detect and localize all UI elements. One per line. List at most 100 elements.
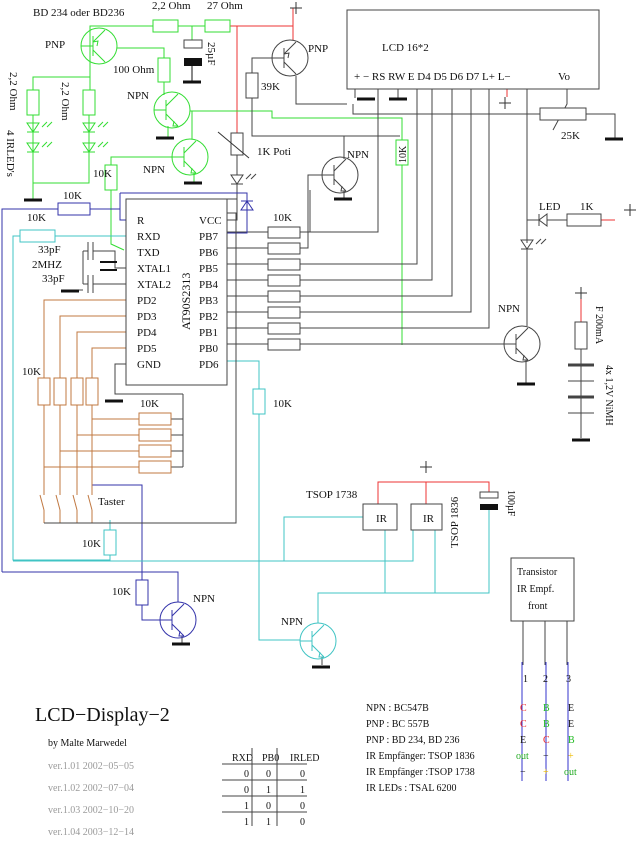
light-arrows xyxy=(41,121,53,128)
wire xyxy=(251,57,272,73)
push-button xyxy=(39,494,45,511)
pin-function: B xyxy=(568,735,575,746)
label-tsop-1738: TSOP 1738 xyxy=(306,489,358,501)
truth-table-cell: 0 xyxy=(300,817,305,828)
label-r-10k-vert: 10K xyxy=(398,145,409,163)
truth-table-cell: 0 xyxy=(300,801,305,812)
wire xyxy=(117,47,165,58)
mcu-pin-xtal1: XTAL1 xyxy=(137,263,171,275)
wire xyxy=(1,208,58,572)
wire xyxy=(107,250,126,269)
plus-symbol xyxy=(624,204,636,216)
truth-table-cell: 0 xyxy=(266,801,271,812)
wire xyxy=(2,571,179,602)
transistor-leads xyxy=(81,29,106,63)
label-r-10k-pd6: 10K xyxy=(273,398,292,410)
pinout-pin-2: 2 xyxy=(543,674,548,685)
wire xyxy=(91,347,126,378)
parts-list-item: NPN : BC547B xyxy=(366,703,429,714)
pin-function: E xyxy=(568,719,574,730)
wire xyxy=(89,25,153,64)
resistor-10k-pb xyxy=(267,226,301,239)
led-icon xyxy=(520,239,534,250)
pin-function: B xyxy=(543,703,550,714)
label-cap-25uf: 25µF xyxy=(205,42,217,65)
wire xyxy=(32,64,91,90)
led-icon xyxy=(82,122,96,133)
resistor-10k xyxy=(395,139,409,166)
wire xyxy=(141,605,160,621)
label-npn2: NPN xyxy=(143,164,165,176)
truth-table-cell: 0 xyxy=(266,769,271,780)
capacitor-100uf xyxy=(479,491,499,499)
pin-function: C xyxy=(520,719,527,730)
pinout-pin-1: 1 xyxy=(523,674,528,685)
plus-symbol xyxy=(420,461,432,473)
ir-receiver-tsop1738 xyxy=(362,503,398,531)
mcu-name: AT90S2313 xyxy=(179,273,193,330)
mcu-pin-gnd: GND xyxy=(137,359,161,371)
label-r-10k-pb: 10K xyxy=(273,212,292,224)
label-c-33pf-a: 33pF xyxy=(38,244,61,256)
truth-table-cell: 0 xyxy=(244,785,249,796)
mcu-pin-pb6: PB6 xyxy=(199,247,218,259)
mcu-pin-pd2: PD2 xyxy=(137,295,157,307)
resistor-10k-rxd xyxy=(19,229,56,243)
label-r-1k: 1K xyxy=(580,201,594,213)
potentiometer-wiper xyxy=(217,131,250,159)
pin-function: − xyxy=(543,751,549,762)
pinout-pin-3: 3 xyxy=(566,674,571,685)
resistor-10k xyxy=(135,579,149,606)
npn-transistor-backlight xyxy=(503,325,541,363)
lcd-title: LCD 16*2 xyxy=(382,42,429,54)
pnp-transistor-bd234 xyxy=(80,27,118,65)
label-r-10k-rxd: 10K xyxy=(27,212,46,224)
label-r-10k-base: 10K xyxy=(93,168,112,180)
wire xyxy=(586,113,616,138)
parts-list-item: IR LEDs : TSAL 6200 xyxy=(366,783,457,794)
wire xyxy=(300,89,490,329)
mcu-pin-pb0: PB0 xyxy=(199,343,218,355)
led-icon xyxy=(82,141,109,153)
label-npn-lcd: NPN xyxy=(347,149,369,161)
resistor-2-2-ohm xyxy=(26,89,40,116)
transistor-leads xyxy=(272,41,297,75)
label-r-10k-reset: 10K xyxy=(63,190,82,202)
npn-transistor-ir xyxy=(299,622,337,660)
wire xyxy=(110,156,172,165)
label-pot-25k: 25K xyxy=(561,130,580,142)
wire xyxy=(12,235,111,561)
truth-table-cell: 1 xyxy=(244,801,249,812)
wire xyxy=(300,174,322,249)
label-r-39k: 39K xyxy=(261,81,280,93)
label-r-2-2-a: 2,2 Ohm xyxy=(7,72,19,111)
light-arrows xyxy=(41,141,53,148)
resistor-10k-pd xyxy=(37,377,51,406)
mcu-pin-pb4: PB4 xyxy=(199,279,218,291)
parts-list-item: IR Empfänger: TSOP 1836 xyxy=(366,751,475,762)
transistor-leads xyxy=(172,140,197,174)
version-entry: ver.1.01 2002−05−05 xyxy=(48,761,134,772)
label-ir1: IR xyxy=(376,513,388,525)
wire xyxy=(33,115,90,184)
version-entry: ver.1.03 2002−10−20 xyxy=(48,805,134,816)
mcu-pin-pd4: PD4 xyxy=(137,327,157,339)
label-taster: Taster xyxy=(98,496,125,508)
pin-function: C xyxy=(543,735,550,746)
led-icon xyxy=(82,121,109,133)
resistor-10k xyxy=(57,202,91,216)
wire xyxy=(300,89,418,265)
light-arrows xyxy=(97,141,109,148)
capacitor-25uf xyxy=(183,39,203,49)
light-arrows xyxy=(535,238,547,245)
label-pnp-right: PNP xyxy=(308,43,328,55)
wire xyxy=(352,104,540,115)
title: LCD−Display−2 xyxy=(35,704,170,726)
resistor-10k-pb xyxy=(267,338,301,351)
pin-function: B xyxy=(543,719,550,730)
wire xyxy=(59,315,126,378)
wire xyxy=(13,516,363,562)
wire xyxy=(552,89,568,131)
transistor-leads xyxy=(160,603,185,637)
plus-symbol xyxy=(290,2,302,14)
